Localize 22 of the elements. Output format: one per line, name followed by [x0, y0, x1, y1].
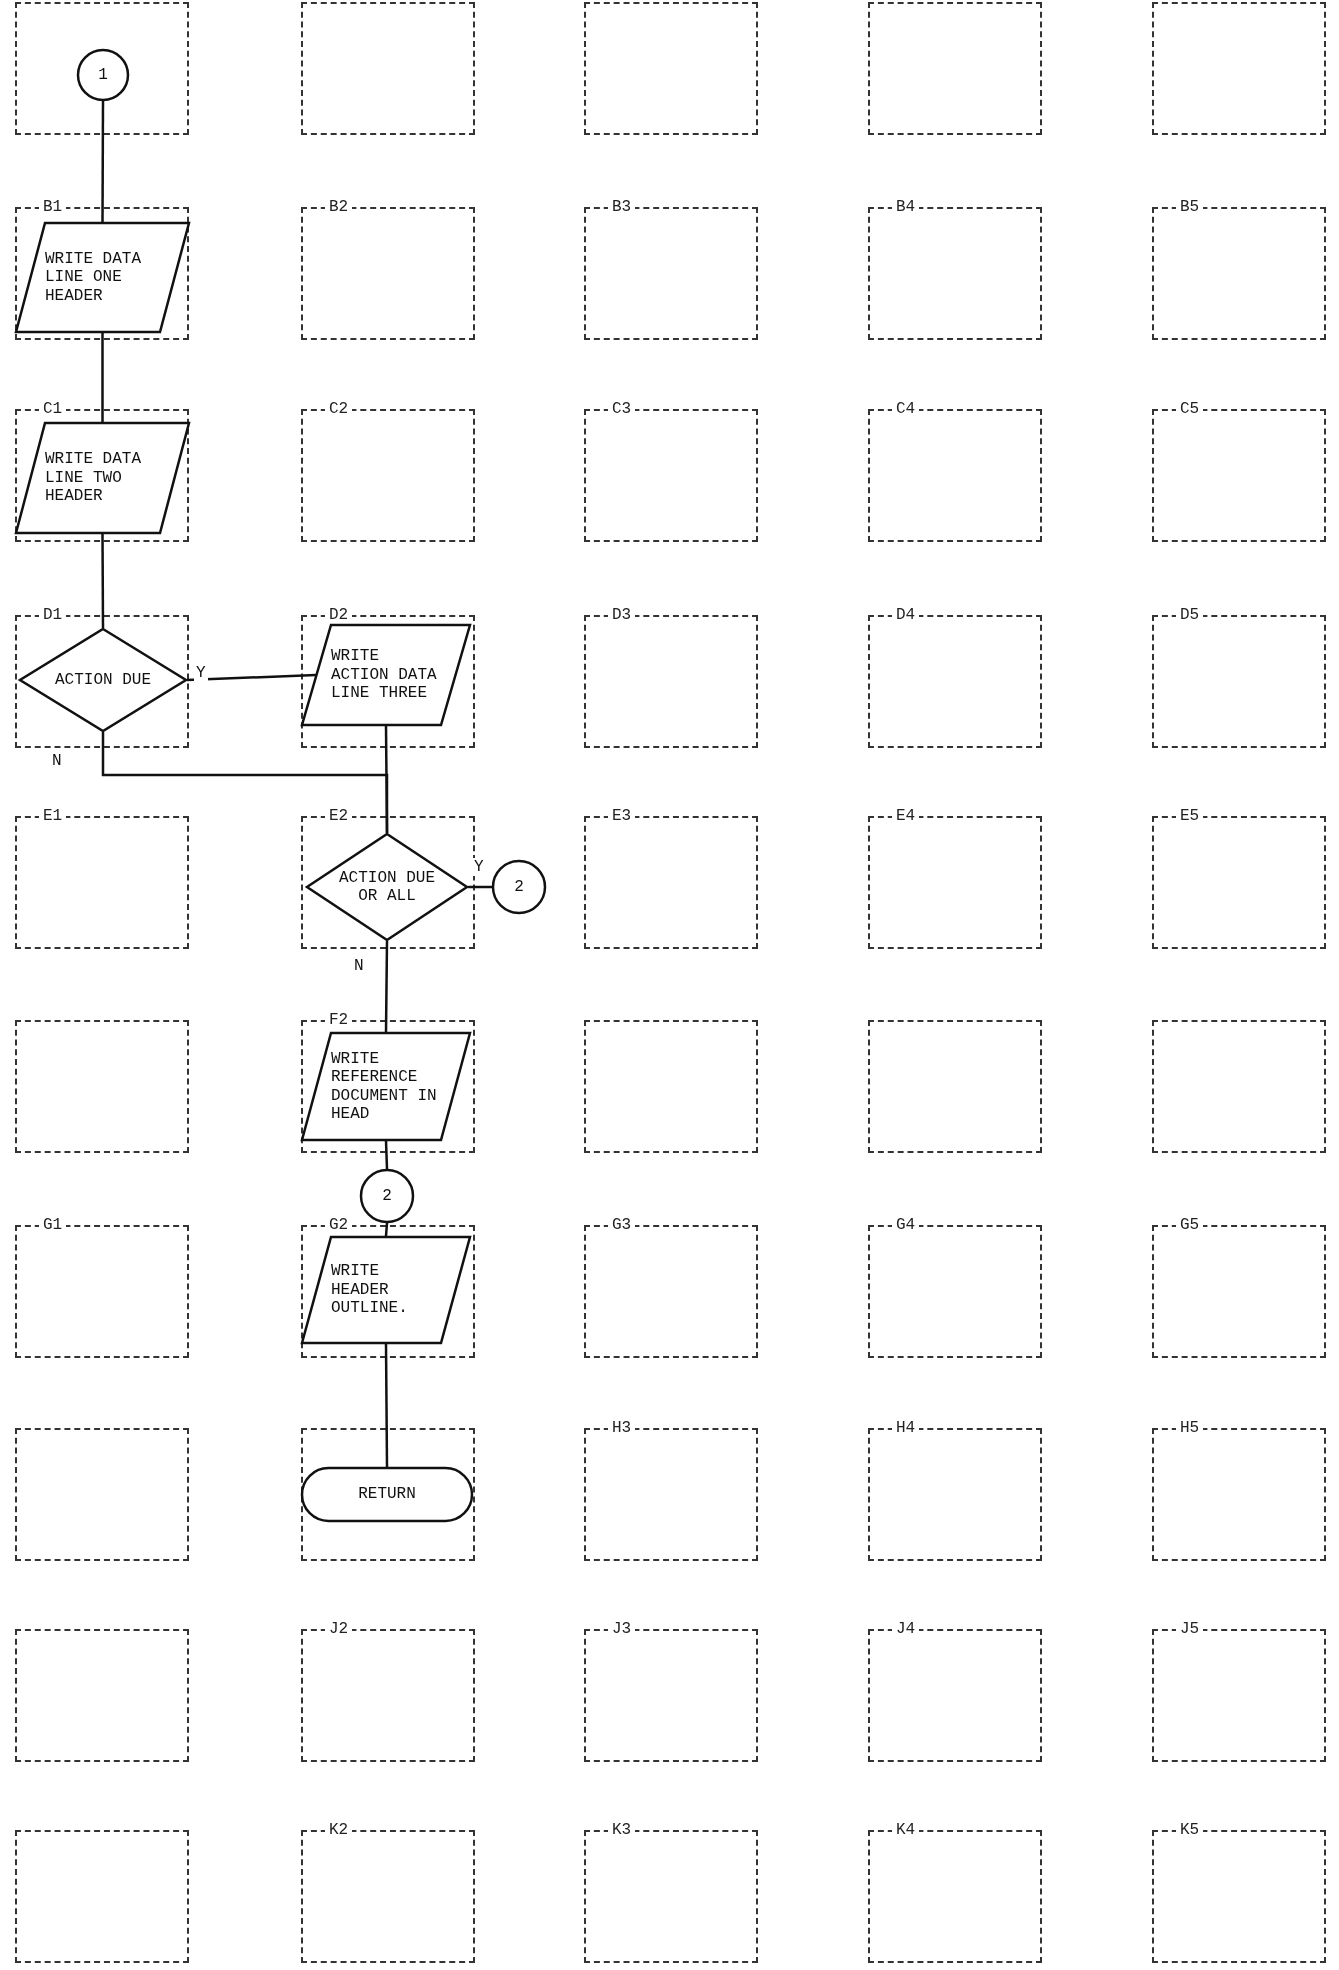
connector-line: [384, 726, 389, 833]
input-output-parallelogram: WRITE HEADER OUTLINE.: [301, 1236, 471, 1344]
input-output-parallelogram: WRITE ACTION DATA LINE THREE: [301, 624, 471, 726]
connector-line: [101, 101, 105, 222]
connector-line: [468, 885, 492, 889]
connector-line: [101, 534, 105, 628]
connector-line: [384, 1344, 389, 1467]
connector-line: [186, 673, 317, 682]
edge-label: Y: [194, 664, 208, 682]
connector-circle: 1: [77, 49, 129, 101]
decision-diamond: ACTION DUE: [19, 628, 187, 732]
edge-label: Y: [472, 858, 486, 876]
connector-line: [101, 333, 104, 422]
connector-circle: 2: [492, 860, 546, 914]
connector-line: [384, 941, 389, 1032]
input-output-parallelogram: WRITE DATA LINE ONE HEADER: [15, 222, 190, 333]
connector-line: [384, 1140, 389, 1170]
input-output-parallelogram: WRITE DATA LINE TWO HEADER: [15, 422, 190, 534]
connector-line: [384, 1222, 389, 1237]
decision-diamond: ACTION DUE OR ALL: [306, 833, 468, 941]
connector-circle: 2: [360, 1169, 414, 1223]
input-output-parallelogram: WRITE REFERENCE DOCUMENT IN HEAD: [301, 1032, 471, 1141]
